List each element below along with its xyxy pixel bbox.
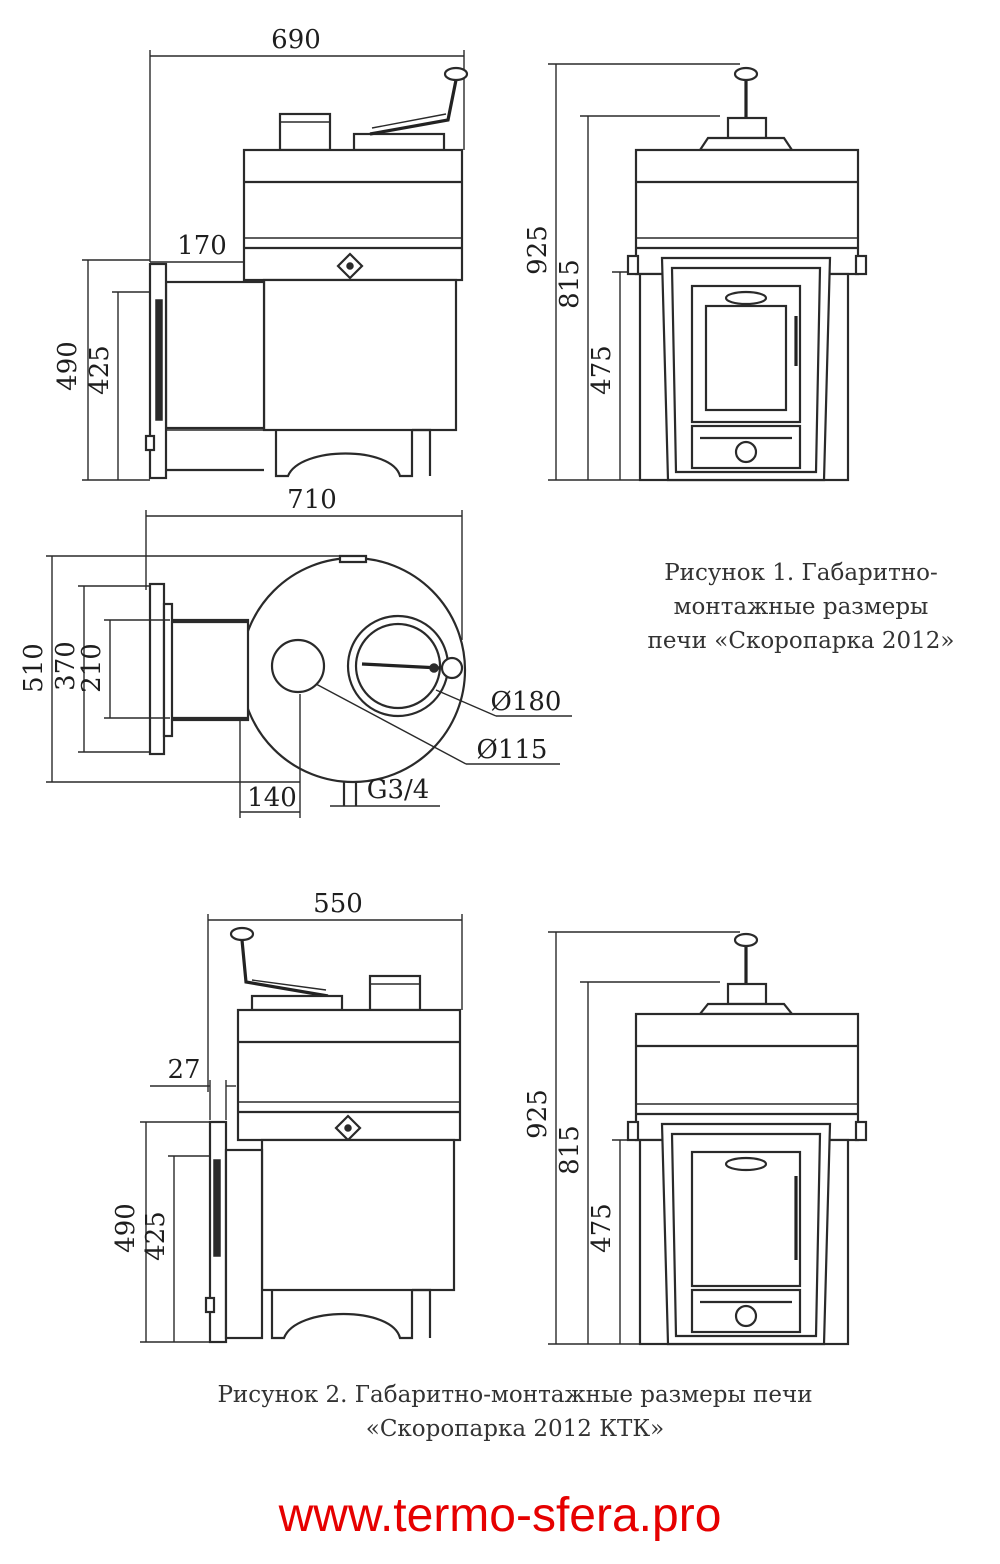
fig1-top-width-label: 710 [287,485,337,515]
fig2-side-width-label: 550 [313,889,363,919]
figure2-caption-line1: Рисунок 2. Габаритно-монтажные размеры п… [217,1382,813,1408]
fig1-top-view: 710 510 370 210 [19,485,572,818]
fig2-front-height-door-label: 475 [587,1203,617,1253]
fig1-front-height-total-label: 925 [523,225,553,275]
fig1-top-dia-small-label: Ø115 [477,735,548,765]
figure2-caption-line2: «Скоропарка 2012 КТК» [365,1416,665,1442]
fig2-side-height-total-label: 490 [111,1203,141,1253]
fig1-top-depth-door-label: 210 [77,643,107,693]
figure2-caption: Рисунок 2. Габаритно-монтажные размеры п… [120,1378,910,1446]
fig1-side-tunnel-label: 170 [177,231,227,261]
fig2-side-height-door-label: 425 [141,1211,171,1261]
figure1-caption-line1: Рисунок 1. Габаритно- [664,560,938,586]
figure1-caption-line3: печи «Скоропарка 2012» [647,628,955,654]
fig2-front-height-tank-label: 815 [555,1125,585,1175]
fig1-front-view: 925 815 475 [523,63,868,482]
fig1-top-depth-frame-label: 370 [51,641,81,691]
fig2-side-frame-label: 27 [167,1055,200,1085]
figure1-caption-line2: монтажные размеры [673,594,929,620]
fig1-front-height-tank-label: 815 [555,259,585,309]
fig1-front-height-door-label: 475 [587,345,617,395]
fig1-top-depth-total-label: 510 [19,643,49,693]
fig2-front-view: 925 815 475 [523,931,868,1346]
fig1-side-height-total-label: 490 [53,341,83,391]
fig1-top-offset-label: 140 [247,783,297,813]
fig2-side-view: 550 27 [111,889,463,1344]
figure1-caption: Рисунок 1. Габаритно- монтажные размеры … [606,556,996,658]
fig1-top-fitting-label: G3/4 [367,775,430,805]
website-link[interactable]: www.termo-sfera.pro [278,1489,722,1542]
fig1-side-view: 690 170 [53,25,469,481]
fig2-front-height-total-label: 925 [523,1089,553,1139]
fig1-side-height-door-label: 425 [85,345,115,395]
fig1-top-dia-large-label: Ø180 [491,687,562,717]
fig1-side-width-label: 690 [271,25,321,55]
